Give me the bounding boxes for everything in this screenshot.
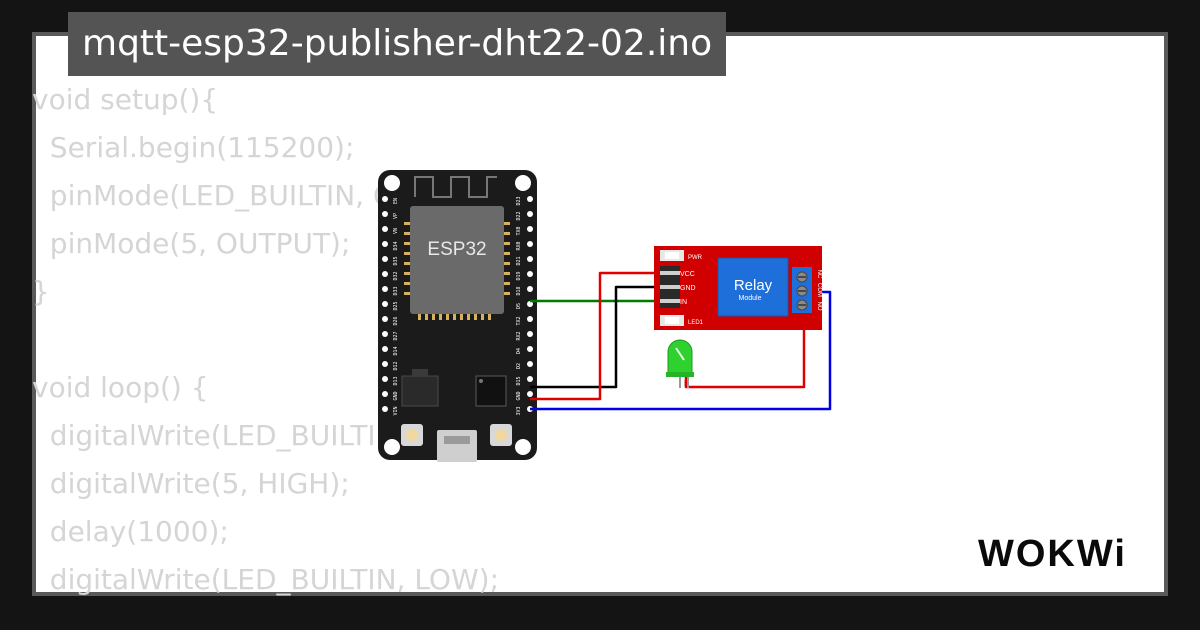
esp32-pin-label: D22 (516, 211, 522, 220)
relay-block (717, 257, 789, 317)
code-line: digitalWrite(5, HIGH); (32, 467, 350, 500)
esp32-pin-label: VIN (393, 406, 399, 415)
ground-wire (530, 285, 660, 389)
esp32-pin-label: D13 (393, 376, 399, 385)
esp32-pin-label: D21 (516, 256, 522, 265)
code-line: pinMode(5, OUTPUT); (32, 227, 351, 260)
boot-button[interactable] (401, 424, 423, 446)
code-line: Serial.begin(115200); (32, 131, 355, 164)
code-line: void setup(){ (32, 83, 219, 116)
pwr-label: PWR (688, 255, 703, 261)
esp32-pin-label: D4 (516, 348, 522, 354)
esp32-pin-label: GND (516, 391, 522, 400)
esp32-pin-label: D32 (393, 271, 399, 280)
code-line: void loop() { (32, 371, 209, 404)
esp32-pin-label: TX2 (516, 316, 522, 325)
esp32-chip (410, 206, 504, 314)
esp32-pin-label: D34 (393, 241, 399, 250)
esp32-pin-label: VP (393, 213, 399, 219)
project-title: mqtt-esp32-publisher-dht22-02.ino (68, 12, 727, 76)
green-led[interactable] (666, 339, 694, 388)
esp32-board[interactable]: ESP32 EN VP VN D34 D35 D32 D33 D25 D26 D… (378, 170, 537, 462)
esp32-pin-label: D26 (393, 316, 399, 325)
code-line: } (32, 275, 50, 308)
esp32-pin-label: D5 (516, 303, 522, 309)
power-wire (530, 271, 660, 401)
esp32-pin-label: D12 (393, 361, 399, 370)
relay-module[interactable]: PWR LED1 VCC GND IN Relay Module NC COM … (654, 246, 822, 330)
wokwi-logo-mark: WOKWi (978, 533, 1127, 575)
esp32-pin-label: D23 (516, 196, 522, 205)
esp32-pin-label: D19 (516, 271, 522, 280)
relay-pin-label: VCC (680, 271, 695, 278)
relay-pin-label: NC (816, 270, 822, 279)
led1-label: LED1 (688, 320, 704, 326)
esp32-pin-label: RX2 (516, 331, 522, 340)
esp32-pin-label: 3V3 (516, 406, 522, 415)
esp32-pin-label: RX0 (516, 241, 522, 250)
relay-pin-label: NO (816, 302, 822, 311)
esp32-pin-headers (382, 196, 533, 412)
relay-pin-label: IN (680, 299, 687, 306)
esp32-pin-label: D27 (393, 331, 399, 340)
esp32-pin-label: D14 (393, 346, 399, 355)
wokwi-logo-text: WOKWi (978, 533, 1127, 575)
esp32-pin-label: VN (393, 228, 399, 234)
esp32-pin-label: D33 (393, 286, 399, 295)
esp32-pin-label: EN (393, 198, 399, 204)
relay-pin-label: GND (680, 285, 696, 292)
esp32-pin-label: D15 (516, 376, 522, 385)
wokwi-logo: WOKWi (978, 528, 1148, 576)
esp32-pin-label: D2 (516, 363, 522, 369)
esp32-pin-label: D35 (393, 256, 399, 265)
led-power-wire (684, 306, 806, 389)
esp32-pin-label: D25 (393, 301, 399, 310)
code-line: digitalWrite(LED_BUILTIN, LOW); (32, 563, 500, 596)
esp32-pin-label: TX0 (516, 226, 522, 235)
relay-subtitle: Module (739, 295, 762, 302)
esp32-chip-label: ESP32 (427, 239, 486, 260)
esp32-pin-label: GND (393, 391, 399, 400)
usb-port (437, 430, 477, 462)
code-line: delay(1000); (32, 515, 229, 548)
esp32-pin-label: D18 (516, 286, 522, 295)
reset-button[interactable] (490, 424, 512, 446)
relay-title: Relay (734, 277, 773, 294)
voltage-regulator (401, 375, 439, 407)
relay-pin-label: COM (816, 283, 822, 297)
